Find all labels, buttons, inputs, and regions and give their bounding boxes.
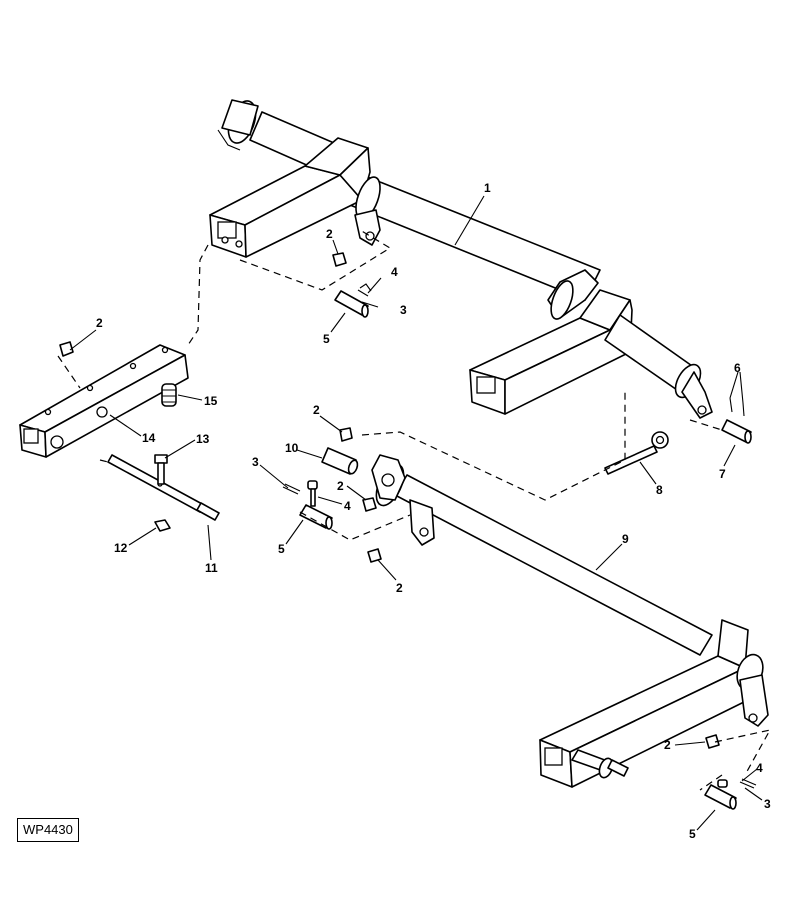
callout-5: 5 xyxy=(278,542,285,556)
callout-3: 3 xyxy=(252,455,259,469)
callout-1: 1 xyxy=(484,181,491,195)
lower-axle-assembly xyxy=(371,454,769,810)
callout-2: 2 xyxy=(664,738,671,752)
front-bracket-assembly xyxy=(19,341,220,532)
callout-4: 4 xyxy=(391,265,398,279)
figure-reference-code: WP4430 xyxy=(17,818,79,842)
callout-4: 4 xyxy=(756,761,763,775)
alignment-lines xyxy=(57,229,772,791)
callout-numbers: 1 2 2 2 2 2 2 3 3 3 4 4 4 5 5 5 6 7 8 9 … xyxy=(96,181,771,841)
callout-5: 5 xyxy=(689,827,696,841)
callout-11: 11 xyxy=(205,561,218,575)
callout-8: 8 xyxy=(656,483,663,497)
callout-6: 6 xyxy=(734,361,741,375)
callout-2: 2 xyxy=(396,581,403,595)
callout-3: 3 xyxy=(400,303,407,317)
middle-hardware xyxy=(282,252,752,563)
callout-14: 14 xyxy=(142,431,156,445)
callout-13: 13 xyxy=(196,432,210,446)
callout-9: 9 xyxy=(622,532,629,546)
callout-5: 5 xyxy=(323,332,330,346)
callout-12: 12 xyxy=(114,541,128,555)
callout-7: 7 xyxy=(719,467,726,481)
callout-leaders xyxy=(69,195,763,831)
callout-3: 3 xyxy=(764,797,771,811)
callout-2: 2 xyxy=(326,227,333,241)
callout-2: 2 xyxy=(96,316,103,330)
callout-15: 15 xyxy=(204,394,218,408)
callout-4: 4 xyxy=(344,499,351,513)
callout-2: 2 xyxy=(313,403,320,417)
callout-10: 10 xyxy=(285,441,299,455)
upper-axle-assembly xyxy=(209,99,713,419)
callout-2: 2 xyxy=(337,479,344,493)
